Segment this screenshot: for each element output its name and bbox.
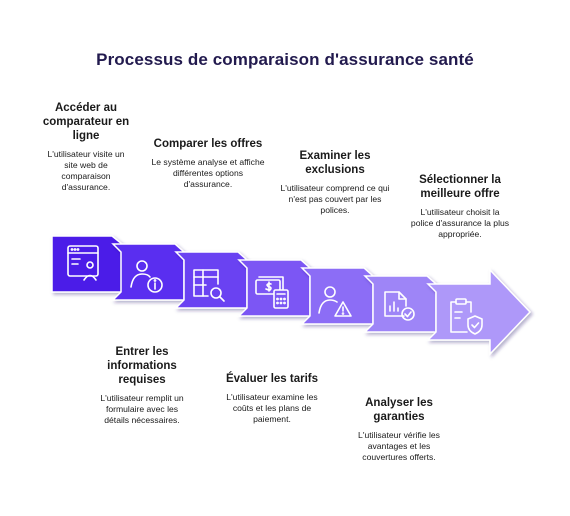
step-6-shape <box>363 275 437 333</box>
step-1-title: Accéder au comparateur en ligne <box>42 102 130 142</box>
step-6-text: Analyser les garanties L'utilisateur vér… <box>346 396 452 463</box>
step-6-segment <box>363 275 437 333</box>
step-2-text: Entrer les informations requises L'utili… <box>94 345 190 426</box>
step-4-text: Évaluer les tarifs L'utilisateur examine… <box>218 372 326 425</box>
browser-user-icon <box>67 245 99 281</box>
step-4-segment <box>237 259 311 317</box>
step-2-shape <box>111 243 185 301</box>
step-7-segment <box>426 268 532 356</box>
user-info-icon <box>130 260 163 293</box>
step-7-text: Sélectionner la meilleure offre L'utilis… <box>410 173 510 240</box>
step-6-desc: L'utilisateur vérifie les avantages et l… <box>358 430 440 462</box>
step-4-shape <box>237 259 311 317</box>
page-title: Processus de comparaison d'assurance san… <box>96 50 474 69</box>
clipboard-shield-icon <box>450 298 483 335</box>
step-3-desc: Le système analyse et affiche différente… <box>151 157 265 189</box>
step-6-title: Analyser les garanties <box>365 397 433 423</box>
step-3-title: Comparer les offres <box>153 138 263 150</box>
step-2-desc: L'utilisateur remplit un formulaire avec… <box>100 393 184 425</box>
step-1-segment <box>51 235 123 293</box>
step-5-text: Examiner les exclusions L'utilisateur co… <box>280 149 390 216</box>
step-3-text: Comparer les offres Le système analyse e… <box>150 137 266 190</box>
step-2-segment <box>111 243 185 301</box>
step-7-shape <box>426 268 532 356</box>
step-1-text: Accéder au comparateur en ligne L'utilis… <box>40 101 132 193</box>
step-1-desc: L'utilisateur visite un site web de comp… <box>47 149 125 192</box>
step-5-title: Examiner les exclusions <box>299 150 371 176</box>
step-5-desc: L'utilisateur comprend ce qui n'est pas … <box>280 183 390 215</box>
table-search-icon <box>193 269 225 302</box>
step-7-title: Sélectionner la meilleure offre <box>419 174 501 200</box>
step-4-desc: L'utilisateur examine les coûts et les p… <box>226 392 318 424</box>
step-7-desc: L'utilisateur choisit la police d'assura… <box>410 207 510 239</box>
money-calculator-icon <box>255 276 289 309</box>
step-3-segment <box>174 251 248 309</box>
user-warning-icon <box>318 286 352 317</box>
step-3-shape <box>174 251 248 309</box>
step-4-title: Évaluer les tarifs <box>225 373 319 385</box>
step-5-segment <box>300 267 374 325</box>
step-2-title: Entrer les informations requises <box>107 346 177 386</box>
document-chart-check-icon <box>384 291 415 321</box>
